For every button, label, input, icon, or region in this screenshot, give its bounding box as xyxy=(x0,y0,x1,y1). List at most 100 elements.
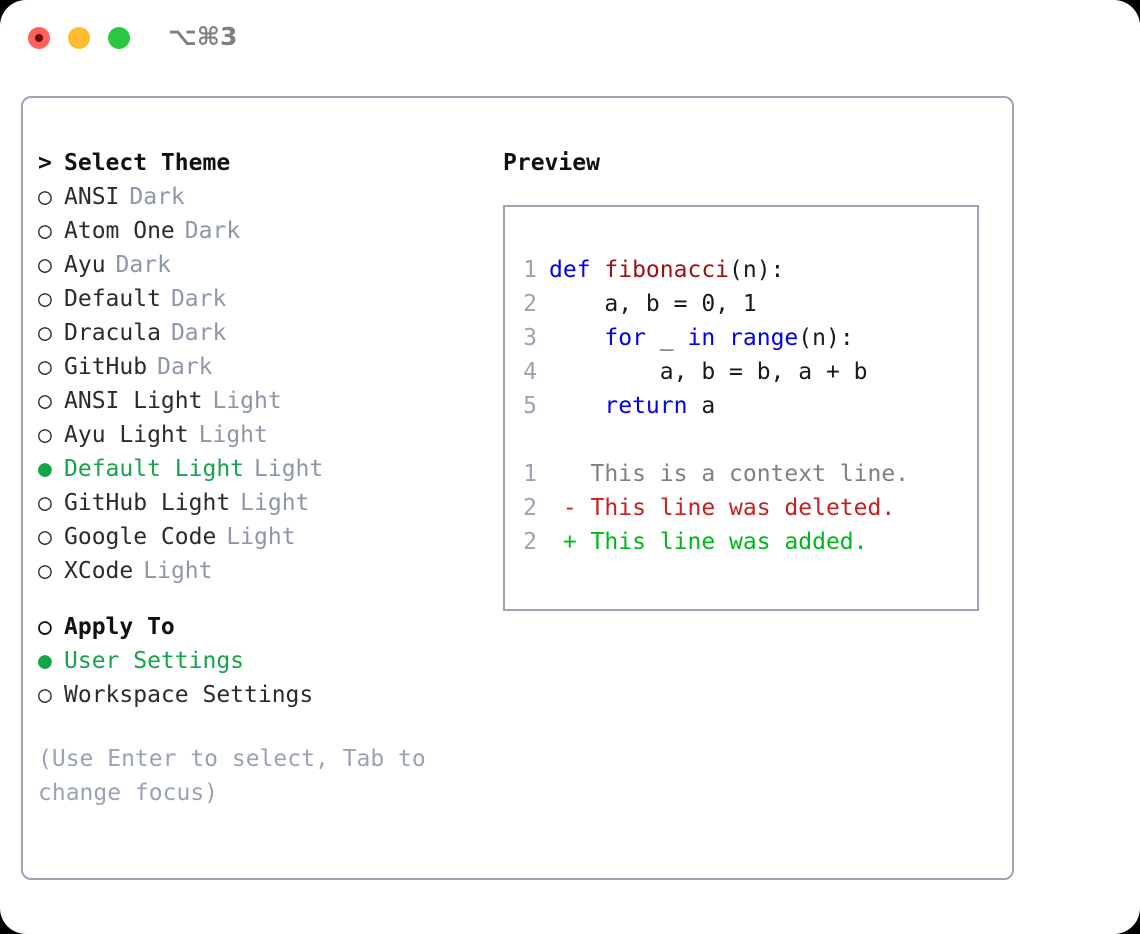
code-line: 2 a, b = 0, 1 xyxy=(523,287,977,321)
apply-to-option-row[interactable]: ○Workspace Settings xyxy=(38,678,468,712)
diff-text: This line was deleted. xyxy=(590,495,896,521)
theme-option-label: XCode xyxy=(64,558,134,584)
code-line: 4 a, b = b, a + b xyxy=(523,355,977,389)
radio-unselected-icon[interactable]: ○ xyxy=(38,354,52,380)
keyboard-shortcut-label: ⌥⌘3 xyxy=(168,22,238,51)
theme-option-label: Dracula xyxy=(64,320,161,346)
theme-option-label: Google Code xyxy=(64,524,217,550)
radio-unselected-icon[interactable]: ○ xyxy=(38,490,52,516)
theme-list-header: >Select Theme xyxy=(38,146,468,180)
code-token: in xyxy=(687,325,730,351)
line-number: 4 xyxy=(523,359,537,385)
maximize-button[interactable] xyxy=(108,27,130,49)
close-icon xyxy=(35,34,43,42)
code-token: (n): xyxy=(729,257,785,283)
code-token: a, b = b, a + b xyxy=(549,359,868,385)
radio-unselected-icon[interactable]: ○ xyxy=(38,218,52,244)
diff-text: This is a context line. xyxy=(590,461,910,487)
radio-unselected-icon[interactable]: ○ xyxy=(38,524,52,550)
diff-line: 2 + This line was added. xyxy=(523,525,977,559)
theme-variant-badge: Dark xyxy=(115,252,171,278)
spacer-icon: ○ xyxy=(38,614,52,640)
apply-to-option-label: User Settings xyxy=(64,648,245,674)
line-number: 2 xyxy=(523,529,537,555)
theme-variant-badge: Light xyxy=(240,490,310,516)
theme-variant-badge: Light xyxy=(198,422,268,448)
line-number: 1 xyxy=(523,257,537,283)
diff-sample: 1 This is a context line.2 - This line w… xyxy=(523,457,977,559)
keyboard-hint-text: (Use Enter to select, Tab to change focu… xyxy=(38,746,440,806)
radio-unselected-icon[interactable]: ○ xyxy=(38,682,52,708)
theme-option-row[interactable]: ○ Ayu Light Light xyxy=(38,418,468,452)
apply-to-title: Apply To xyxy=(64,614,175,640)
theme-option-label: ANSI xyxy=(64,184,120,210)
code-token: return xyxy=(604,393,702,419)
line-number: 5 xyxy=(523,393,537,419)
radio-unselected-icon[interactable]: ○ xyxy=(38,388,52,414)
theme-option-row[interactable]: ○ ANSI Dark xyxy=(38,180,468,214)
apply-to-option-row[interactable]: ● User Settings xyxy=(38,644,468,678)
line-number: 3 xyxy=(523,325,537,351)
theme-option-row[interactable]: ○ ANSI Light Light xyxy=(38,384,468,418)
theme-option-row[interactable]: ○ XCode Light xyxy=(38,554,468,588)
radio-unselected-icon[interactable]: ○ xyxy=(38,422,52,448)
line-number: 2 xyxy=(523,291,537,317)
radio-unselected-icon[interactable]: ○ xyxy=(38,184,52,210)
diff-line: 2 - This line was deleted. xyxy=(523,491,977,525)
code-token: (n): xyxy=(798,325,854,351)
radio-unselected-icon[interactable]: ○ xyxy=(38,558,52,584)
theme-variant-badge: Dark xyxy=(129,184,185,210)
line-number: 1 xyxy=(523,461,537,487)
radio-selected-icon[interactable]: ● xyxy=(38,648,52,674)
theme-variant-badge: Light xyxy=(143,558,213,584)
line-number: 2 xyxy=(523,495,537,521)
code-token: a xyxy=(701,393,716,419)
minimize-button[interactable] xyxy=(68,27,90,49)
theme-option-label: Ayu Light xyxy=(64,422,189,448)
apply-to-options-list: ● User Settings ○Workspace Settings xyxy=(38,644,468,712)
code-token: fibonacci xyxy=(604,257,730,283)
code-token: def xyxy=(549,257,605,283)
radio-unselected-icon[interactable]: ○ xyxy=(38,252,52,278)
code-token: _ xyxy=(659,325,688,351)
theme-variant-badge: Dark xyxy=(157,354,213,380)
diff-marker: - xyxy=(549,495,591,521)
radio-unselected-icon[interactable]: ○ xyxy=(38,320,52,346)
theme-option-row[interactable]: ○ GitHub Dark xyxy=(38,350,468,384)
radio-unselected-icon[interactable]: ○ xyxy=(38,286,52,312)
diff-line: 1 This is a context line. xyxy=(523,457,977,491)
theme-option-label: Default Light xyxy=(64,456,245,482)
theme-option-row[interactable]: ○ Google Code Light xyxy=(38,520,468,554)
code-token: range xyxy=(729,325,799,351)
theme-variant-badge: Dark xyxy=(184,218,241,244)
radio-selected-icon[interactable]: ● xyxy=(38,456,52,482)
theme-option-row[interactable]: ○ Default Dark xyxy=(38,282,468,316)
code-diff-divider xyxy=(523,423,977,457)
code-token xyxy=(549,325,604,351)
page-title: Select Theme xyxy=(64,150,231,176)
apply-to-header: ○ Apply To xyxy=(38,610,468,644)
theme-option-label: ANSI Light xyxy=(64,388,203,414)
code-line: 3 for _ in range(n): xyxy=(523,321,977,355)
theme-variant-badge: Dark xyxy=(170,286,227,312)
theme-variant-badge: Light xyxy=(226,524,296,550)
theme-variant-badge: Light xyxy=(212,388,282,414)
code-line: 5 return a xyxy=(523,389,977,423)
theme-option-label: Atom One xyxy=(64,218,175,244)
preview-title: Preview xyxy=(503,150,600,176)
theme-option-row[interactable]: ○ Atom One Dark xyxy=(38,214,468,248)
code-token: for xyxy=(604,325,660,351)
theme-option-label: GitHub xyxy=(64,354,148,380)
diff-text: This line was added. xyxy=(590,529,868,555)
theme-option-label: Default xyxy=(64,286,161,312)
